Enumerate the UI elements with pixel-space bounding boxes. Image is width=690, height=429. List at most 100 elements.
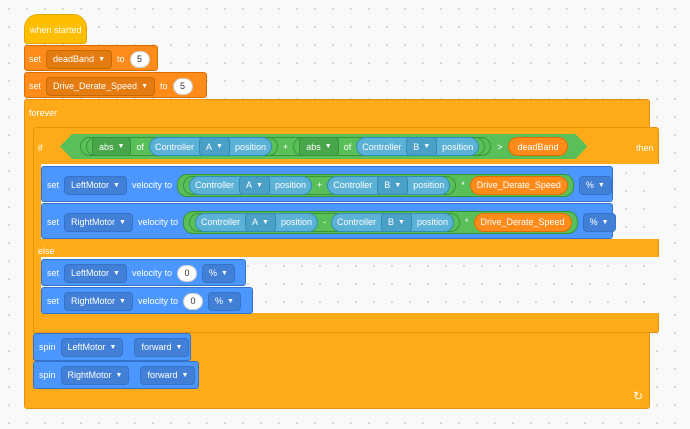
direction-dropdown[interactable]: forward▼ [140, 365, 196, 385]
chevron-down-icon: ▼ [115, 371, 123, 379]
variable-dropdown-drive-derate-speed[interactable]: Drive_Derate_Speed▼ [46, 76, 156, 96]
chevron-down-icon: ▼ [601, 218, 609, 226]
axis-dropdown-a[interactable]: A▼ [199, 137, 230, 156]
multiply-operator-reporter[interactable]: Controller A▼ position - Controller B▼ p… [183, 210, 578, 234]
controller-a-position-reporter[interactable]: Controller A▼ position [149, 137, 272, 156]
chevron-down-icon: ▼ [117, 143, 125, 150]
direction-dropdown[interactable]: forward▼ [134, 337, 190, 357]
controller-label: Controller [195, 180, 235, 190]
set-left-motor-velocity-block[interactable]: set LeftMotor▼ velocity to Controller A▼… [41, 166, 613, 202]
controller-label: Controller [362, 141, 402, 152]
chevron-down-icon: ▼ [141, 82, 149, 90]
chevron-down-icon: ▼ [597, 181, 605, 189]
else-set-left-motor-velocity-block[interactable]: set LeftMotor▼ velocity to 0 %▼ [41, 259, 246, 286]
position-label: position [413, 180, 445, 190]
chevron-down-icon: ▼ [119, 297, 126, 305]
set-drive-derate-speed-block[interactable]: set Drive_Derate_Speed▼ to 5 [24, 72, 207, 98]
deadband-value-input[interactable]: 5 [129, 50, 150, 68]
drive-derate-speed-value-input[interactable]: 5 [172, 77, 193, 95]
axis-dropdown-a[interactable]: A▼ [245, 212, 276, 232]
motor-dropdown-left[interactable]: LeftMotor▼ [60, 337, 124, 357]
plus-operator: + [282, 141, 289, 152]
abs-function-dropdown[interactable]: abs▼ [92, 137, 131, 156]
set-deadband-block[interactable]: set deadBand▼ to 5 [24, 45, 158, 71]
controller-b-position-reporter[interactable]: Controller B▼ position [327, 175, 451, 195]
spin-left-motor-block[interactable]: spin LeftMotor▼ forward▼ [33, 333, 191, 361]
chevron-down-icon: ▼ [256, 181, 263, 189]
controller-b-position-reporter[interactable]: Controller B▼ position [331, 212, 454, 232]
spin-label: spin [39, 342, 56, 352]
unit-dropdown-percent[interactable]: %▼ [578, 175, 612, 195]
motor-dropdown-left[interactable]: LeftMotor▼ [64, 175, 127, 195]
chevron-down-icon: ▼ [175, 343, 183, 351]
motor-dropdown-left[interactable]: LeftMotor▼ [64, 263, 127, 283]
controller-label: Controller [333, 180, 373, 190]
motor-dropdown-right[interactable]: RightMotor▼ [64, 291, 133, 311]
position-label: position [234, 141, 266, 152]
abs-b-reporter[interactable]: abs▼ of Controller B▼ position [293, 137, 485, 156]
else-set-right-motor-velocity-block[interactable]: set RightMotor▼ velocity to 0 %▼ [41, 287, 253, 314]
to-label: to [160, 81, 168, 91]
position-label: position [416, 217, 448, 227]
velocity-to-label: velocity to [131, 180, 173, 190]
add-operator-reporter[interactable]: abs▼ of Controller A▼ position + abs▼ of… [80, 137, 491, 156]
multiply-operator-reporter[interactable]: Controller A▼ position + Controller B▼ p… [177, 173, 574, 197]
set-label: set [29, 81, 42, 91]
velocity-to-label: velocity to [137, 296, 178, 306]
axis-dropdown-b[interactable]: B▼ [377, 175, 409, 195]
position-label: position [442, 141, 474, 152]
deadband-variable-reporter[interactable]: deadBand [508, 137, 567, 156]
of-label: of [343, 141, 352, 152]
variable-dropdown-deadband[interactable]: deadBand▼ [46, 49, 112, 69]
controller-label: Controller [201, 217, 241, 227]
set-label: set [29, 54, 42, 64]
motor-dropdown-right[interactable]: RightMotor▼ [60, 365, 130, 385]
when-started-label: when started [30, 25, 82, 35]
set-right-motor-velocity-block[interactable]: set RightMotor▼ velocity to Controller A… [41, 203, 616, 239]
unit-dropdown-percent[interactable]: %▼ [202, 263, 235, 283]
position-label: position [274, 180, 307, 190]
spin-label: spin [39, 370, 56, 380]
velocity-to-label: velocity to [137, 217, 178, 227]
chevron-down-icon: ▼ [398, 218, 405, 226]
abs-function-dropdown[interactable]: abs▼ [299, 137, 338, 156]
velocity-value-input[interactable]: 0 [183, 292, 203, 310]
to-label: to [117, 54, 125, 64]
controller-label: Controller [154, 141, 194, 152]
axis-dropdown-a[interactable]: A▼ [239, 175, 270, 195]
minus-operator: - [323, 217, 326, 227]
controller-b-position-reporter[interactable]: Controller B▼ position [356, 137, 479, 156]
axis-dropdown-b[interactable]: B▼ [381, 212, 412, 232]
unit-dropdown-percent[interactable]: %▼ [208, 291, 241, 311]
controller-a-position-reporter[interactable]: Controller A▼ position [189, 175, 313, 195]
chevron-down-icon: ▼ [324, 143, 332, 150]
set-label: set [47, 268, 60, 278]
drive-derate-speed-variable-reporter[interactable]: Drive_Derate_Speed [473, 212, 572, 232]
unit-dropdown-percent[interactable]: %▼ [582, 212, 616, 232]
chevron-down-icon: ▼ [262, 218, 269, 226]
multiply-operator: * [461, 180, 465, 190]
chevron-down-icon: ▼ [394, 181, 402, 189]
velocity-to-label: velocity to [131, 268, 173, 278]
if-else-block-footer [33, 314, 659, 333]
controller-a-position-reporter[interactable]: Controller A▼ position [195, 212, 318, 232]
spin-right-motor-block[interactable]: spin RightMotor▼ forward▼ [33, 361, 199, 389]
velocity-value-input[interactable]: 0 [177, 264, 198, 282]
drive-derate-speed-variable-reporter[interactable]: Drive_Derate_Speed [469, 175, 568, 195]
multiply-operator: * [465, 217, 469, 227]
axis-dropdown-b[interactable]: B▼ [406, 137, 437, 156]
motor-dropdown-right[interactable]: RightMotor▼ [64, 212, 133, 232]
when-started-hat-block[interactable]: when started [24, 14, 87, 44]
chevron-down-icon: ▼ [181, 371, 189, 379]
chevron-down-icon: ▼ [227, 297, 234, 305]
chevron-down-icon: ▼ [113, 269, 120, 277]
add-operator-reporter[interactable]: Controller A▼ position + Controller B▼ p… [183, 175, 457, 195]
chevron-down-icon: ▼ [221, 269, 228, 277]
then-label: then [636, 143, 654, 153]
subtract-operator-reporter[interactable]: Controller A▼ position - Controller B▼ p… [189, 212, 460, 232]
abs-a-reporter[interactable]: abs▼ of Controller A▼ position [86, 137, 278, 156]
set-label: set [47, 180, 60, 190]
controller-label: Controller [337, 217, 377, 227]
greater-than-condition[interactable]: abs▼ of Controller A▼ position + abs▼ of… [60, 134, 588, 159]
forever-label: forever [29, 108, 58, 118]
